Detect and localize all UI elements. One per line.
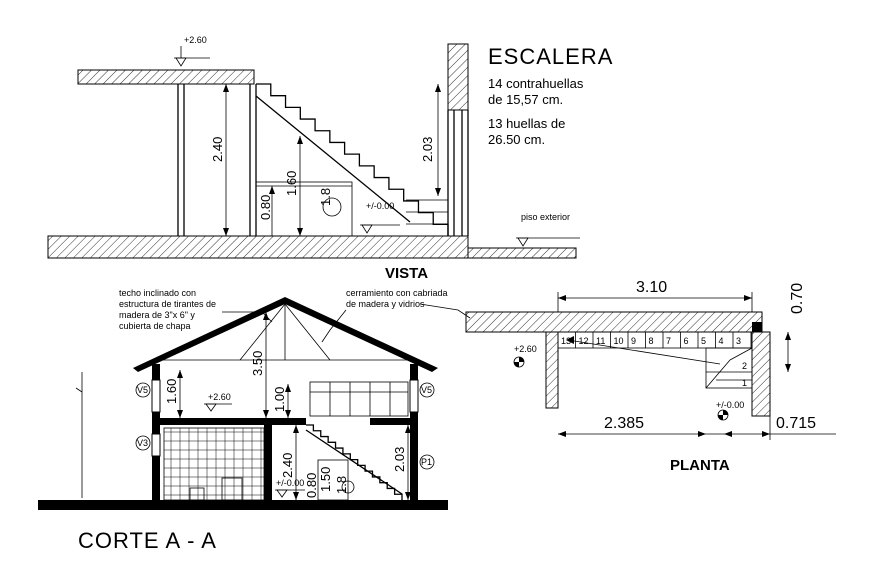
note-roof-2: estructura de tirantes de — [119, 299, 216, 309]
plan-step-number: 4 — [719, 336, 724, 346]
plan-step-number: 8 — [649, 336, 654, 346]
vista-ground-right — [467, 247, 577, 259]
planta-left-wall — [545, 331, 559, 409]
planta-level-zero: +/-0.00 — [716, 400, 744, 410]
tag-v5-right — [419, 382, 435, 398]
note-enclosure-2: de madera y vidrios — [346, 299, 425, 309]
planta-dim-0715: 0.715 — [776, 415, 816, 432]
vista-dim-080: 0.80 — [258, 195, 273, 220]
tag-v5-left — [135, 382, 151, 398]
planta-label: PLANTA — [670, 457, 730, 474]
corte-level-marker-upper — [205, 403, 217, 412]
stair-title: ESCALERA — [488, 44, 613, 69]
planta-right-wall — [751, 331, 771, 417]
corte-dim-240: 2.40 — [280, 453, 295, 478]
vista-level-zero: +/-0.00 — [366, 201, 394, 211]
corte-label: CORTE A - A — [78, 528, 217, 553]
corte-dim-350: 3.50 — [250, 351, 265, 376]
vista-level-marker-top — [175, 57, 187, 67]
svg-text:P1: P1 — [421, 457, 432, 467]
corte-dim-080: 0.80 — [304, 473, 319, 498]
plan-step-number: 10 — [614, 336, 624, 346]
planta-dim-310: 3.10 — [636, 279, 667, 296]
corte-dim-150: 1.50 — [318, 467, 333, 492]
vista-dim-18: 1.8 — [318, 188, 333, 206]
planta-dim-2385: 2.385 — [604, 415, 644, 432]
plan-step-number: 7 — [666, 336, 671, 346]
vista-upper-slab — [77, 69, 255, 85]
planta-level-upper: +2.60 — [514, 344, 537, 354]
stair-note-2: de 15,57 cm. — [488, 92, 563, 107]
plan-step-number: 2 — [742, 361, 747, 371]
tag-p1 — [419, 454, 435, 470]
stair-note-3: 13 huellas de — [488, 116, 565, 131]
plan-step-number: 12 — [579, 336, 589, 346]
plan-step-number: 5 — [701, 336, 706, 346]
vista-level-marker-zero — [361, 224, 373, 234]
corte-level-zero: +/-0.00 — [276, 478, 304, 488]
planta-plan: 13 12 11 10 9 8 7 6 5 4 3 2 1 3.10 0.70 2.385 0.715 — [465, 279, 836, 474]
vista-floor-label: piso exterior — [521, 212, 570, 222]
stair-note-4: 26.50 cm. — [488, 132, 545, 147]
svg-text:V3: V3 — [137, 438, 148, 448]
corte-stair-steps — [306, 424, 403, 500]
plan-step-number: 11 — [596, 336, 605, 346]
plan-step-number: 6 — [684, 336, 689, 346]
vista-stair-steps — [256, 83, 449, 236]
plan-step-number: 1 — [742, 378, 747, 388]
vista-label: VISTA — [385, 265, 428, 282]
svg-text:V5: V5 — [137, 385, 148, 395]
stair-note-1: 14 contrahuellas — [488, 76, 584, 91]
plan-step-number: 3 — [736, 336, 741, 346]
vista-ground-left — [47, 235, 469, 259]
corte-dim-100: 1.00 — [272, 387, 287, 412]
corte-dim-18: 1.8 — [334, 476, 349, 494]
svg-text:V5: V5 — [421, 385, 432, 395]
vista-floor-marker — [517, 237, 529, 247]
planta-top-wall — [465, 311, 763, 333]
tag-v3 — [135, 435, 151, 451]
planta-dim-070: 0.70 — [789, 283, 806, 314]
corte-section: 1.60 3.50 1.00 2.40 1.50 0.80 1.8 2.03 +… — [38, 288, 471, 553]
note-enclosure-1: cerramiento con cabriada — [346, 288, 448, 298]
corte-floor-slab — [160, 418, 306, 425]
corte-dim-160: 1.60 — [164, 379, 179, 404]
corte-ground — [38, 500, 448, 510]
corte-level-upper: +2.60 — [208, 392, 231, 402]
planta-treads: 13 12 11 10 9 8 7 6 5 4 3 2 1 — [561, 332, 752, 388]
note-roof-4: cubierta de chapa — [119, 321, 191, 331]
corte-level-marker-zero — [276, 489, 288, 498]
corte-dim-203: 2.03 — [392, 447, 407, 472]
plan-step-number: 9 — [631, 336, 636, 346]
vista-dim-203: 2.03 — [420, 137, 435, 162]
vista-dim-240: 2.40 — [210, 137, 225, 162]
plan-step-number: 13 — [561, 336, 571, 346]
vista-level-top: +2.60 — [184, 35, 207, 45]
vista-elevation: 2.40 1.60 0.80 1.8 2.03 +2.60 +/-0.00 pi… — [47, 35, 580, 282]
note-roof-1: techo inclinado con — [119, 288, 196, 298]
vista-dim-160: 1.60 — [284, 171, 299, 196]
vista-right-wall — [447, 43, 469, 111]
note-roof-3: madera de 3"x 6" y — [119, 310, 195, 320]
